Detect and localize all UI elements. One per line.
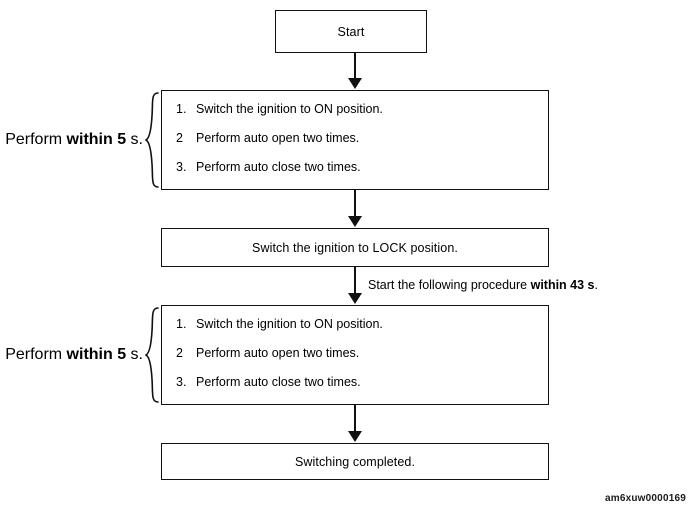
timing-label-first: Perform within 5 s. <box>0 131 145 149</box>
curly-brace-icon <box>145 307 159 403</box>
step-number: 2 <box>176 131 183 145</box>
timing-group-first: Perform within 5 s. <box>0 90 161 190</box>
start-label: Start <box>337 24 365 39</box>
step-text: Perform auto open two times. <box>196 131 360 145</box>
arrowhead-lock-to-steps2 <box>348 293 362 304</box>
step-text: Perform auto close two times. <box>196 160 361 174</box>
timing-first-emphasis: within 5 <box>66 131 127 148</box>
connector-start-to-steps1 <box>354 53 356 82</box>
lock-label: Switch the ignition to LOCK position. <box>252 240 458 255</box>
flow-node-steps-first: 1. Switch the ignition to ON position. 2… <box>161 90 549 190</box>
step-number: 3. <box>176 375 187 389</box>
step-number: 1. <box>176 102 187 116</box>
step-number: 1. <box>176 317 187 331</box>
annotation-within-43s: Start the following procedure within 43 … <box>368 278 598 292</box>
list-item: 1. Switch the ignition to ON position. <box>176 102 548 116</box>
arrowhead-steps2-to-done <box>348 431 362 442</box>
step-text: Perform auto close two times. <box>196 375 361 389</box>
arrowhead-start-to-steps1 <box>348 78 362 89</box>
list-item: 1. Switch the ignition to ON position. <box>176 317 548 331</box>
step-text: Switch the ignition to ON position. <box>196 102 383 116</box>
step-number: 2 <box>176 346 183 360</box>
connector-steps2-to-done <box>354 405 356 435</box>
step-text: Switch the ignition to ON position. <box>196 317 383 331</box>
annotation-emphasis: within 43 s <box>530 278 595 292</box>
timing-first-prefix: Perform <box>5 131 67 148</box>
list-item: 2 Perform auto open two times. <box>176 131 548 145</box>
list-item: 3. Perform auto close two times. <box>176 375 548 389</box>
curly-brace-icon <box>145 92 159 188</box>
flow-node-completed: Switching completed. <box>161 443 549 480</box>
timing-second-emphasis: within 5 <box>66 346 127 363</box>
arrowhead-steps1-to-lock <box>348 216 362 227</box>
list-item: 3. Perform auto close two times. <box>176 160 548 174</box>
timing-second-suffix: s. <box>126 346 143 363</box>
timing-first-suffix: s. <box>126 131 143 148</box>
connector-steps1-to-lock <box>354 190 356 220</box>
flow-node-start: Start <box>275 10 427 53</box>
annotation-prefix: Start the following procedure <box>368 278 531 292</box>
list-item: 2 Perform auto open two times. <box>176 346 548 360</box>
completed-label: Switching completed. <box>294 454 416 469</box>
connector-lock-to-steps2 <box>354 267 356 297</box>
flow-node-lock: Switch the ignition to LOCK position. <box>161 228 549 267</box>
timing-label-second: Perform within 5 s. <box>0 346 145 364</box>
annotation-suffix: . <box>594 278 598 292</box>
timing-second-prefix: Perform <box>5 346 67 363</box>
figure-id-watermark: am6xuw0000169 <box>605 493 686 504</box>
timing-group-second: Perform within 5 s. <box>0 305 161 405</box>
step-text: Perform auto open two times. <box>196 346 360 360</box>
step-number: 3. <box>176 160 187 174</box>
flow-node-steps-second: 1. Switch the ignition to ON position. 2… <box>161 305 549 405</box>
